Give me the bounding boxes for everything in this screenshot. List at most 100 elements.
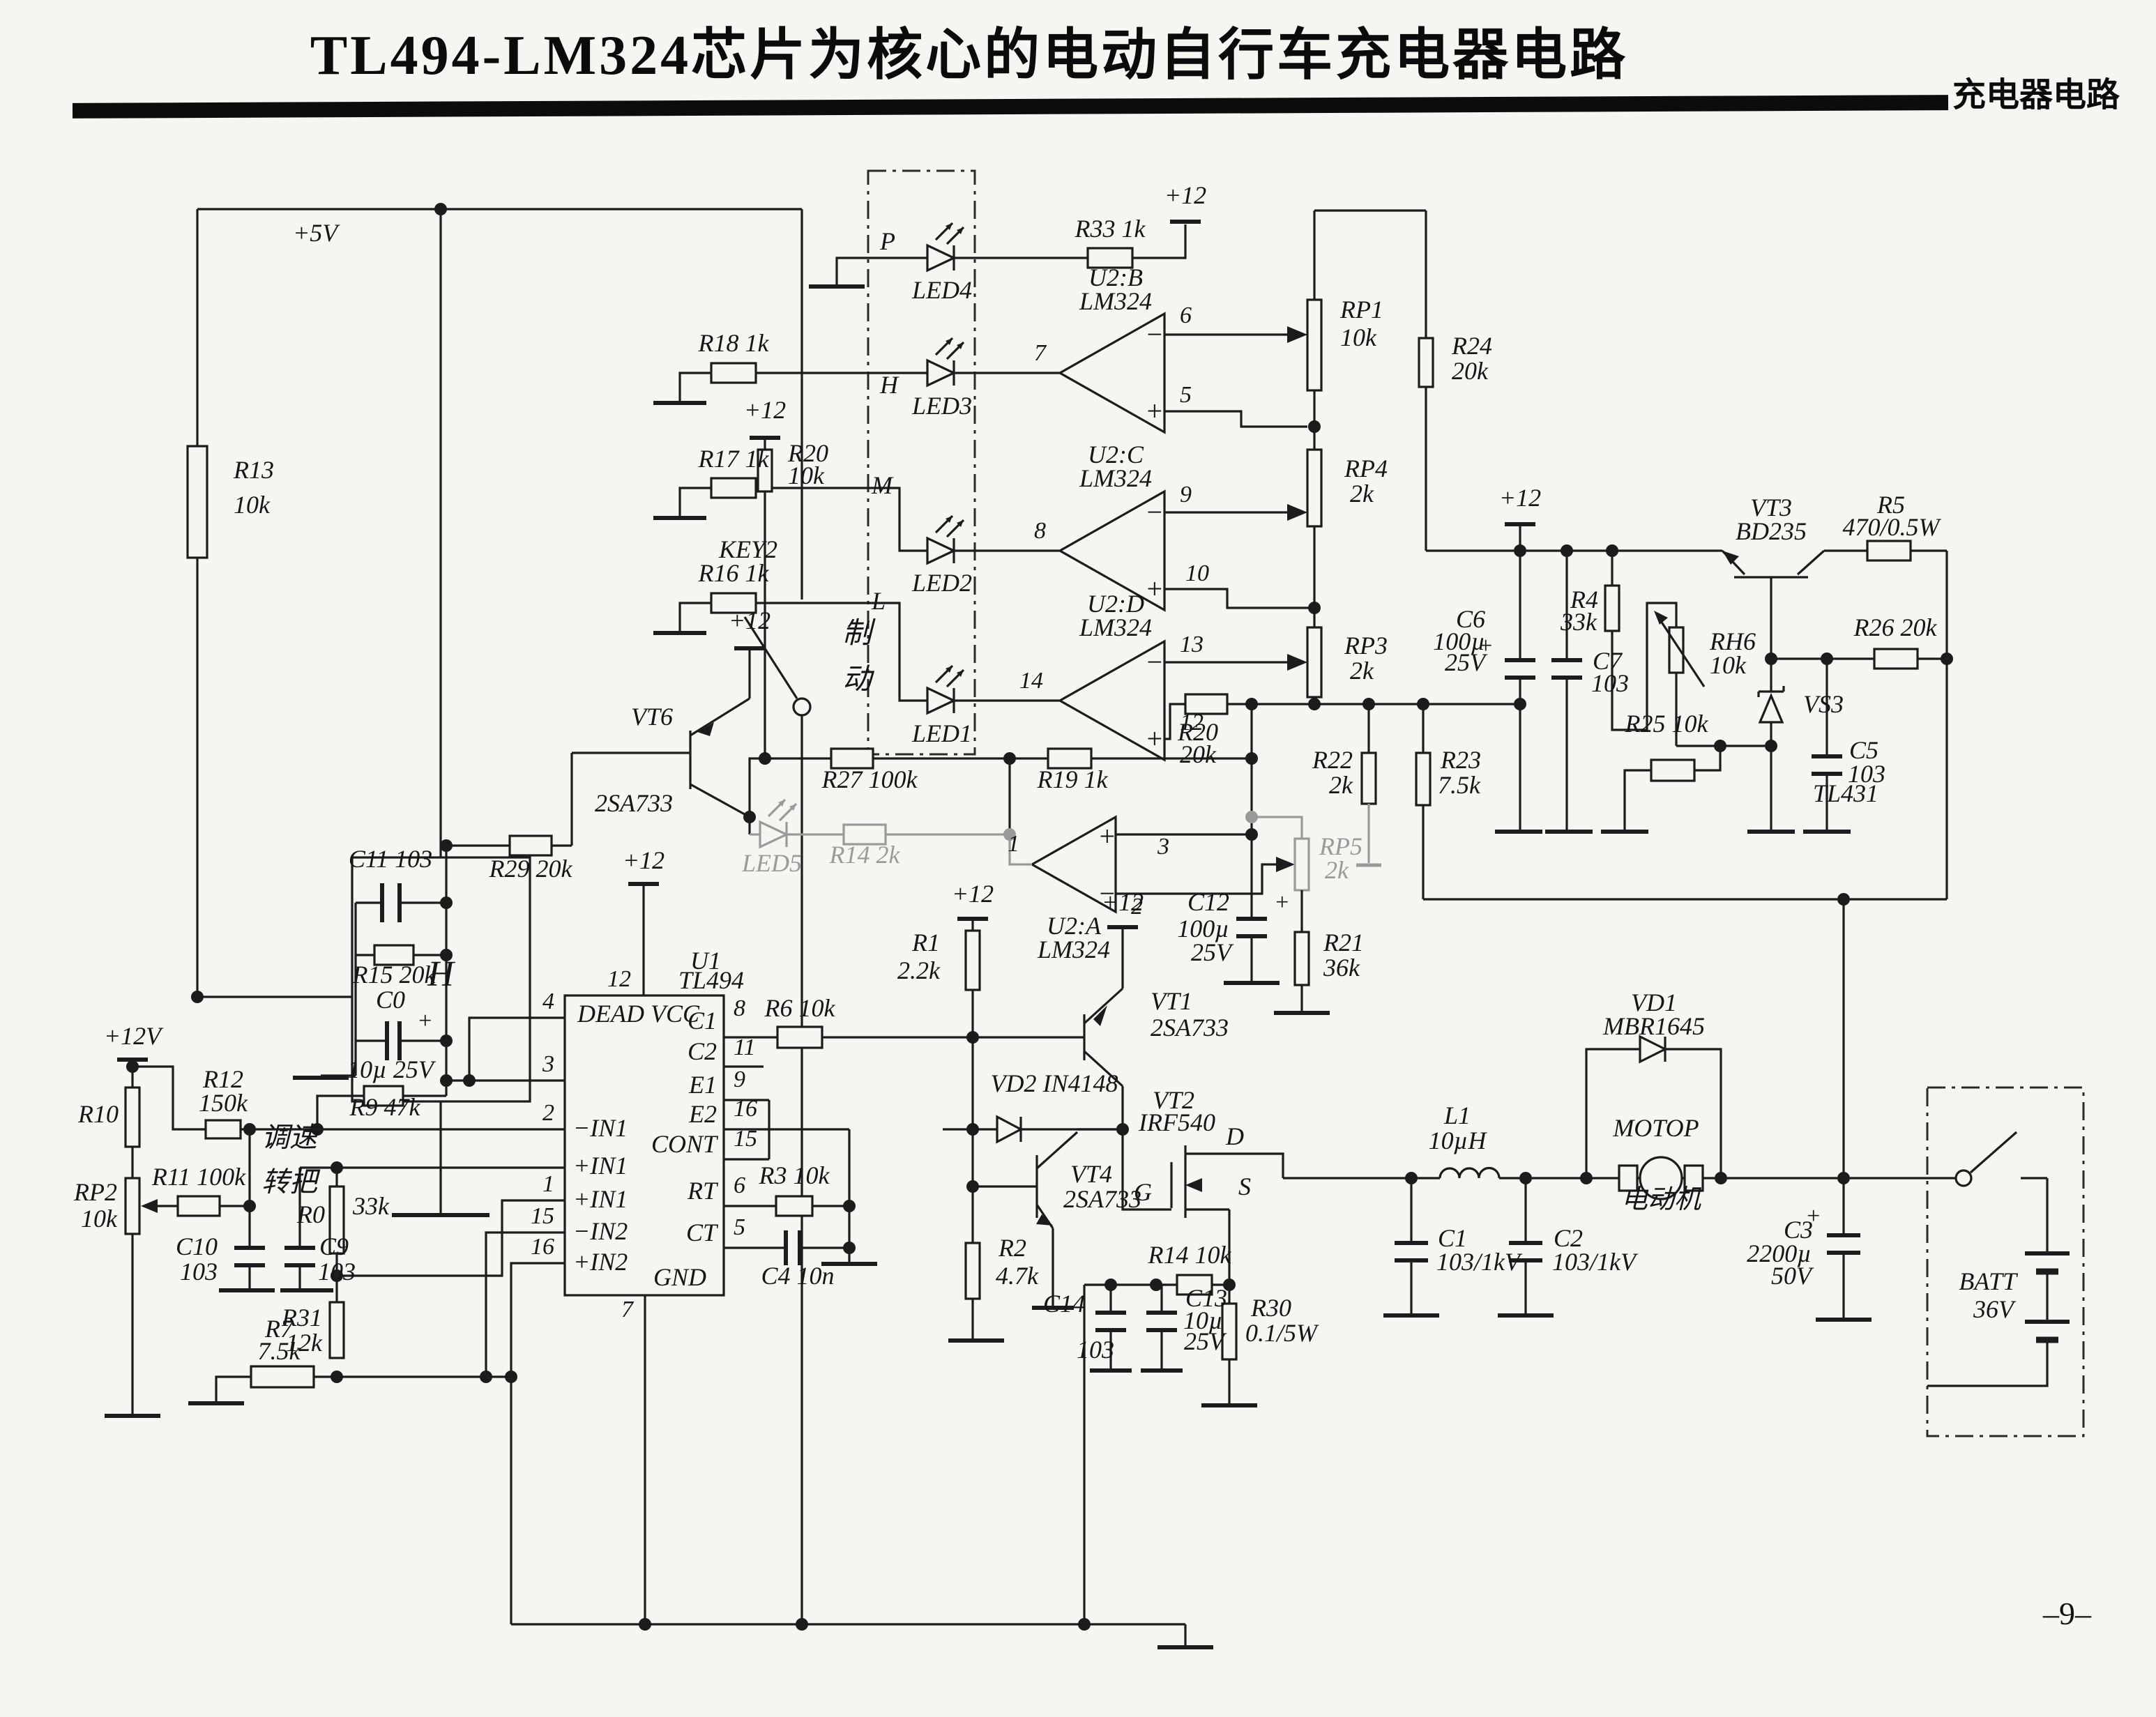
label-pin9: 9 bbox=[734, 1067, 745, 1092]
label-rp3-val: 2k bbox=[1350, 657, 1374, 685]
label-c13-val1: 10µ bbox=[1183, 1306, 1223, 1334]
label-c1-val: 103/1kV bbox=[1436, 1248, 1520, 1276]
label-c12-val2: 25V bbox=[1191, 938, 1231, 966]
label-r25: R25 10k bbox=[1625, 710, 1708, 738]
rp5-wiper-arrow bbox=[1276, 857, 1295, 872]
label-r17: R17 1k bbox=[698, 445, 769, 473]
label-brake-1: 制 bbox=[842, 618, 872, 650]
resistor-r18 bbox=[710, 362, 757, 384]
label-h-block: H bbox=[427, 954, 454, 994]
resistor-r27 bbox=[830, 747, 874, 770]
label-pin7: 7 bbox=[621, 1297, 633, 1322]
label-tl431: TL431 bbox=[1813, 779, 1879, 807]
page-number: –9– bbox=[2043, 1596, 2091, 1631]
label-n1: 1 bbox=[1008, 831, 1019, 857]
label-rp2-val: 10k bbox=[81, 1205, 117, 1233]
label-pin5-r: 5 bbox=[734, 1214, 745, 1240]
label-led1: LED1 bbox=[911, 719, 973, 747]
label-u1: U1 bbox=[690, 947, 721, 975]
label-c2-cap: C2 bbox=[1554, 1224, 1584, 1252]
label-plus12-vt6: +12 bbox=[728, 606, 771, 634]
tl494-body bbox=[563, 994, 725, 1297]
label-vt4: VT4 bbox=[1070, 1160, 1113, 1188]
label-n6: 6 bbox=[1180, 303, 1192, 328]
label-u2b-part: LM324 bbox=[1079, 287, 1153, 315]
label-n10: 10 bbox=[1185, 560, 1209, 586]
page-title: TL494-LM324芯片为核心的电动自行车充电器电路 bbox=[310, 25, 1629, 86]
label-r27: R27 100k bbox=[821, 765, 918, 793]
corner-tag: 充电器电路 bbox=[1952, 77, 2120, 114]
label-c3: C3 bbox=[1783, 1216, 1813, 1244]
vt6-mid-section bbox=[446, 436, 1252, 857]
label-u2c-part: LM324 bbox=[1079, 464, 1153, 492]
label-c12-plus: + bbox=[1274, 890, 1290, 915]
label-r2-val: 4.7k bbox=[996, 1262, 1038, 1290]
label-c6: C6 bbox=[1455, 605, 1485, 633]
label-r14-g: R14 2k bbox=[829, 841, 900, 869]
battery-switch-contact bbox=[1954, 1169, 1973, 1187]
label-c6-val2: 25V bbox=[1445, 648, 1485, 676]
label-vt1: VT1 bbox=[1151, 987, 1193, 1015]
label-u2d-part: LM324 bbox=[1079, 613, 1153, 641]
resistor-r17 bbox=[710, 477, 757, 499]
label-c12: C12 bbox=[1187, 888, 1229, 916]
label-r13-val: 10k bbox=[234, 491, 270, 519]
label-c9-val: 103 bbox=[318, 1258, 356, 1285]
label-r11: R11 100k bbox=[151, 1163, 246, 1191]
label-pin8: 8 bbox=[734, 995, 745, 1021]
inductor-l1 bbox=[1438, 1166, 1501, 1179]
label-r7-val: 7.5k bbox=[257, 1337, 301, 1365]
ic-u1-tl494 bbox=[563, 882, 1084, 1624]
label-plus12-vt1: +12 bbox=[1101, 888, 1144, 916]
label-in1-plus2: +IN1 bbox=[573, 1185, 628, 1213]
resistor-r15 bbox=[373, 944, 415, 966]
label-vt3-part: BD235 bbox=[1736, 517, 1807, 545]
label-c13: C13 bbox=[1185, 1284, 1228, 1312]
label-r4-val: 33k bbox=[1561, 608, 1597, 636]
resistor-r12 bbox=[204, 1119, 242, 1140]
motor-symbol bbox=[1639, 1156, 1683, 1200]
label-rh6: RH6 bbox=[1710, 627, 1756, 655]
label-s-c-plus: + bbox=[1145, 573, 1164, 604]
label-c3-val2: 50V bbox=[1771, 1262, 1812, 1290]
label-n13: 13 bbox=[1180, 632, 1204, 657]
label-n9: 9 bbox=[1180, 482, 1192, 508]
label-in1-plus: +IN1 bbox=[573, 1152, 628, 1180]
resistor-r16 bbox=[710, 592, 757, 614]
vt3-emitter-arrow bbox=[1722, 551, 1739, 565]
left-power-section bbox=[105, 208, 1213, 1649]
vt4-emitter-arrow bbox=[1036, 1214, 1053, 1226]
led-panel-box bbox=[867, 169, 976, 756]
label-batt-val: 36V bbox=[1973, 1295, 2014, 1323]
label-c11: C11 103 bbox=[348, 845, 433, 873]
led2-symbol bbox=[926, 514, 965, 565]
label-u2a: U2:A bbox=[1047, 912, 1101, 940]
label-rp2: RP2 bbox=[74, 1178, 117, 1206]
label-c10: C10 bbox=[175, 1233, 218, 1260]
potentiometer-rp4 bbox=[1306, 448, 1323, 528]
label-c7-val: 103 bbox=[1591, 669, 1629, 697]
label-u1-part: TL494 bbox=[678, 966, 745, 994]
label-d-lbl: D bbox=[1226, 1122, 1244, 1150]
label-u2d: U2:D bbox=[1087, 590, 1144, 618]
resistor-r26 bbox=[1873, 648, 1919, 670]
vt2-mosfet-arrow bbox=[1185, 1178, 1202, 1192]
label-c1-pin: C1 bbox=[687, 1007, 717, 1035]
label-r14-b: R14 10k bbox=[1148, 1241, 1231, 1269]
resistor-r31 bbox=[328, 1301, 345, 1359]
motor-terminal-right bbox=[1683, 1164, 1704, 1192]
label-r21: R21 bbox=[1323, 929, 1364, 956]
led1-symbol bbox=[926, 664, 965, 715]
label-c1-cap: C1 bbox=[1438, 1224, 1468, 1252]
label-in2-plus: +IN2 bbox=[573, 1248, 628, 1276]
label-s-d-minus: − bbox=[1145, 646, 1164, 678]
resistor-r14g bbox=[842, 823, 887, 846]
label-c2-val: 103/1kV bbox=[1552, 1248, 1636, 1276]
label-throttle-2: 转把 bbox=[261, 1166, 317, 1198]
label-u2b: U2:B bbox=[1088, 264, 1143, 291]
label-e1-pin: E1 bbox=[689, 1071, 717, 1099]
opamp-u2d bbox=[1057, 639, 1166, 762]
label-rp4: RP4 bbox=[1344, 455, 1388, 482]
label-n3: 3 bbox=[1157, 834, 1169, 860]
